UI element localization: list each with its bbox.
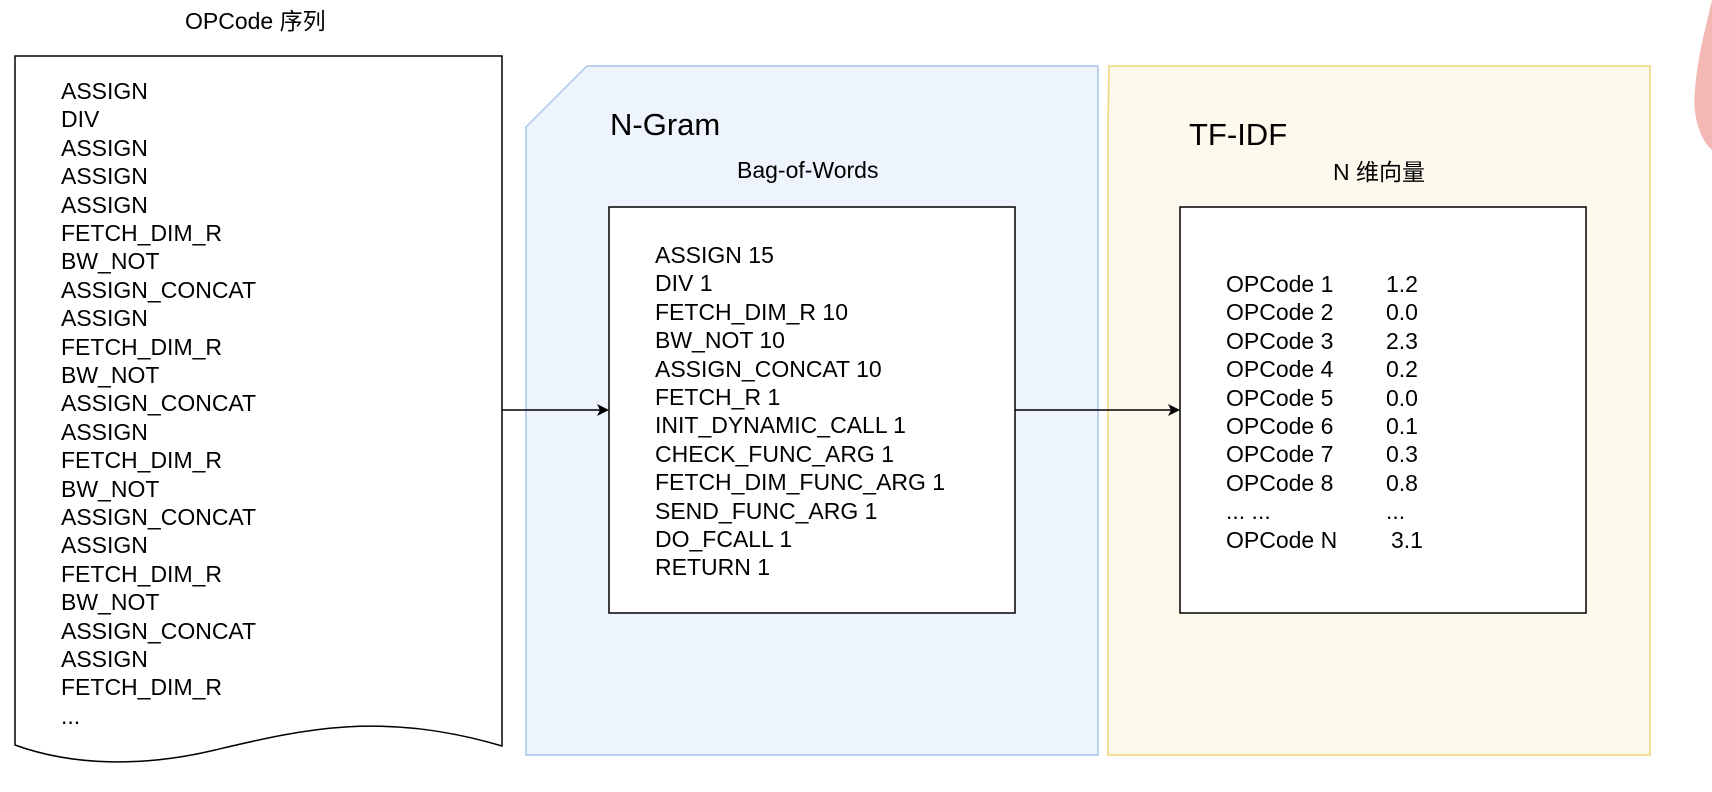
ngram-title: N-Gram bbox=[610, 107, 721, 142]
sequence-item: BW_NOT bbox=[61, 362, 160, 388]
sequence-item: BW_NOT bbox=[61, 248, 160, 275]
vector-item-name: OPCode 7 bbox=[1226, 441, 1334, 468]
tfidf-subtitle: N 维向量 bbox=[1333, 159, 1425, 185]
bow-item: RETURN 1 bbox=[655, 554, 771, 581]
sequence-item: FETCH_DIM_R bbox=[61, 560, 223, 587]
sequence-item: ASSIGN_CONCAT bbox=[61, 617, 257, 644]
bow-box bbox=[608, 206, 1016, 614]
vector-item-name: OPCode 1 bbox=[1226, 271, 1334, 297]
sequence-item: FETCH_DIM_R bbox=[61, 674, 223, 701]
vector-item-value: 3.1 bbox=[1391, 526, 1423, 553]
vector-item-value: 0.3 bbox=[1386, 441, 1418, 468]
bow-item: ASSIGN 15 bbox=[655, 242, 774, 268]
sequence-item: ASSIGN bbox=[61, 305, 148, 332]
vector-box bbox=[1179, 206, 1587, 614]
vector-item-value: ... bbox=[1386, 498, 1406, 525]
bow-item: CHECK_FUNC_ARG 1 bbox=[655, 440, 894, 467]
vector-item-name: OPCode 2 bbox=[1226, 299, 1334, 326]
sequence-item: ASSIGN bbox=[61, 191, 148, 218]
bow-item: BW_NOT 10 bbox=[655, 327, 785, 354]
vector-item-name: OPCode N bbox=[1226, 526, 1338, 553]
sequence-title: OPCode 序列 bbox=[185, 8, 326, 34]
tfidf-title: TF-IDF bbox=[1189, 117, 1288, 152]
vector-item-name: OPCode 6 bbox=[1226, 413, 1334, 439]
vector-item-value: 0.2 bbox=[1386, 356, 1418, 383]
sequence-item: ASSIGN bbox=[61, 418, 148, 445]
vector-item-value: 0.8 bbox=[1386, 469, 1418, 496]
sequence-item: FETCH_DIM_R bbox=[61, 447, 223, 474]
vector-item-value: 1.2 bbox=[1386, 271, 1418, 297]
vector-item-value: 0.1 bbox=[1386, 413, 1418, 439]
sequence-item: BW_NOT bbox=[61, 475, 160, 502]
bow-item: SEND_FUNC_ARG 1 bbox=[655, 497, 878, 524]
edge-decoration bbox=[1694, 0, 1712, 150]
sequence-item: BW_NOT bbox=[61, 589, 160, 616]
bow-item: INIT_DYNAMIC_CALL 1 bbox=[655, 412, 906, 439]
bow-item: ASSIGN_CONCAT 10 bbox=[655, 355, 882, 382]
vector-item-value: 0.0 bbox=[1386, 384, 1418, 411]
vector-item-name: OPCode 4 bbox=[1226, 356, 1334, 383]
bow-item: FETCH_DIM_FUNC_ARG 1 bbox=[655, 469, 946, 496]
vector-item-name: OPCode 8 bbox=[1226, 469, 1334, 496]
sequence-item: ASSIGN bbox=[61, 163, 148, 190]
vector-item-name: ... ... bbox=[1226, 498, 1271, 525]
vector-item-value: 0.0 bbox=[1386, 299, 1418, 326]
ngram-subtitle: Bag-of-Words bbox=[737, 157, 879, 183]
bow-item: FETCH_R 1 bbox=[655, 384, 781, 410]
sequence-item: ASSIGN bbox=[61, 78, 148, 104]
bow-item: FETCH_DIM_R 10 bbox=[655, 298, 848, 325]
sequence-item: ASSIGN_CONCAT bbox=[61, 390, 257, 417]
bow-item: DO_FCALL 1 bbox=[655, 526, 793, 552]
sequence-item: ASSIGN bbox=[61, 134, 148, 161]
sequence-item: ASSIGN_CONCAT bbox=[61, 504, 257, 530]
sequence-item: FETCH_DIM_R bbox=[61, 220, 223, 246]
vector-item-value: 2.3 bbox=[1386, 327, 1418, 354]
sequence-item: ASSIGN_CONCAT bbox=[61, 276, 257, 303]
vector-item-name: OPCode 3 bbox=[1226, 327, 1334, 354]
sequence-item: FETCH_DIM_R bbox=[61, 333, 223, 360]
sequence-item: ASSIGN bbox=[61, 532, 148, 559]
sequence-item: ASSIGN bbox=[61, 646, 148, 672]
sequence-item: DIV bbox=[61, 106, 100, 133]
sequence-item: ... bbox=[61, 702, 81, 729]
sequence-document-shape bbox=[14, 55, 503, 763]
bow-item: DIV 1 bbox=[655, 270, 713, 297]
vector-item-name: OPCode 5 bbox=[1226, 384, 1334, 411]
